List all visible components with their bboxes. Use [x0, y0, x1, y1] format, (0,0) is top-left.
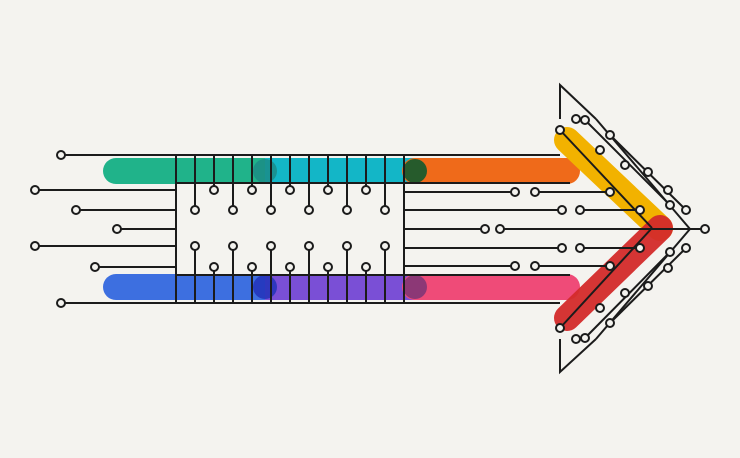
node-dot [665, 247, 675, 257]
node-dot [342, 241, 352, 251]
node-dot [620, 160, 630, 170]
node-dot [323, 262, 333, 272]
node-dot [557, 243, 567, 253]
node-dot [209, 262, 219, 272]
node-dot [530, 261, 540, 271]
node-dot [112, 224, 122, 234]
node-dot [304, 241, 314, 251]
node-dot [71, 205, 81, 215]
arrowhead-outline [559, 338, 597, 375]
node-dot [380, 241, 390, 251]
node-dot [555, 323, 565, 333]
overlap-dot [253, 275, 277, 299]
node-dot [209, 185, 219, 195]
terminal-nodes [30, 114, 710, 344]
node-dot [635, 243, 645, 253]
node-dot [304, 205, 314, 215]
node-dot [190, 205, 200, 215]
node-dot [342, 205, 352, 215]
node-dot [663, 263, 673, 273]
node-dot [266, 241, 276, 251]
node-dot [665, 200, 675, 210]
node-dot [247, 185, 257, 195]
chip-pins [194, 155, 386, 303]
node-dot [361, 262, 371, 272]
node-dot [56, 150, 66, 160]
node-dot [285, 262, 295, 272]
node-dot [580, 115, 590, 125]
node-dot [90, 262, 100, 272]
node-dot [643, 167, 653, 177]
node-dot [620, 288, 630, 298]
node-dot [605, 261, 615, 271]
node-dot [681, 205, 691, 215]
node-dot [30, 185, 40, 195]
node-dot [495, 224, 505, 234]
node-dot [635, 205, 645, 215]
node-dot [681, 243, 691, 253]
node-dot [361, 185, 371, 195]
overlap-dot [403, 275, 427, 299]
node-dot [575, 205, 585, 215]
node-dot [557, 205, 567, 215]
circuit-lines [35, 82, 705, 375]
overlap-dot [253, 159, 277, 183]
node-dot [228, 205, 238, 215]
overlap-dot [403, 159, 427, 183]
node-dot [595, 303, 605, 313]
node-dot [605, 318, 615, 328]
node-dot [510, 187, 520, 197]
node-dot [571, 114, 581, 124]
node-dot [323, 185, 333, 195]
node-dot [30, 241, 40, 251]
node-dot [575, 243, 585, 253]
node-dot [247, 262, 257, 272]
node-dot [530, 187, 540, 197]
node-dot [380, 205, 390, 215]
node-dot [700, 224, 710, 234]
node-dot [605, 130, 615, 140]
node-dot [266, 205, 276, 215]
node-dot [605, 187, 615, 197]
node-dot [285, 185, 295, 195]
node-dot [595, 145, 605, 155]
node-dot [571, 334, 581, 344]
node-dot [190, 241, 200, 251]
node-dot [643, 281, 653, 291]
node-dot [663, 185, 673, 195]
node-dot [555, 125, 565, 135]
node-dot [580, 333, 590, 343]
arrowhead-outline [559, 82, 597, 120]
node-dot [510, 261, 520, 271]
node-dot [228, 241, 238, 251]
node-dot [480, 224, 490, 234]
node-dot [56, 298, 66, 308]
